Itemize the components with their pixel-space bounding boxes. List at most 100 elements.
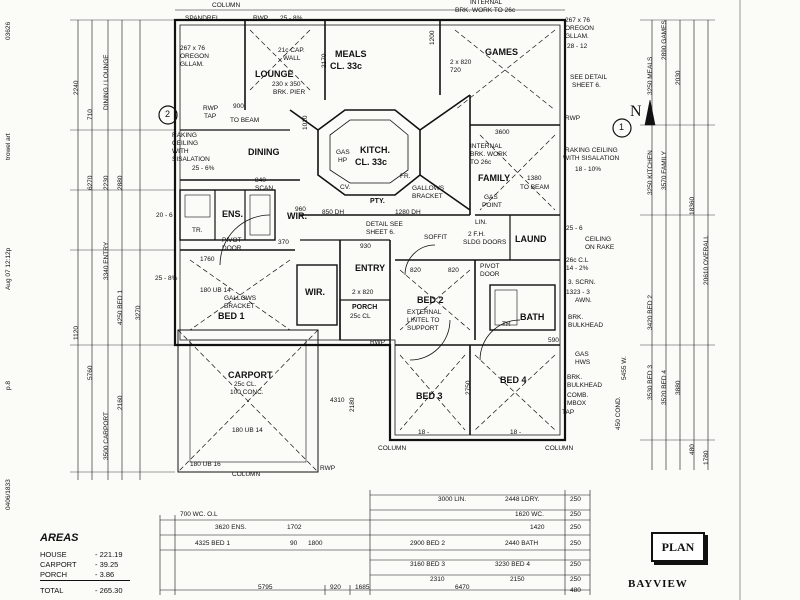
- dim-2170: 2170: [321, 53, 328, 68]
- dim-590: 590: [548, 337, 559, 344]
- carport-slab-note: 100 CONC.: [230, 389, 264, 396]
- dim-left-1120: 1120: [73, 326, 80, 340]
- note-sldg-doors-2: SLDG DOORS: [463, 239, 507, 246]
- dim-left-2240: 2240: [73, 80, 80, 95]
- note-awn: 1323 - 3: [566, 289, 590, 296]
- note-gas-point-2: POINT: [482, 202, 502, 209]
- dim-bot-3620: 3620 ENS.: [215, 524, 247, 531]
- note-external-lintel: EXTERNAL: [407, 309, 442, 316]
- dim-bot-2310: 2310: [430, 576, 445, 583]
- ensuite: [179, 189, 276, 241]
- note-oregon-right-3: GLLAM.: [565, 33, 589, 40]
- plan-title-box: PLAN: [651, 532, 705, 562]
- area-total-value: - 265.30: [95, 586, 123, 595]
- dim-right-480: 480: [689, 444, 696, 455]
- dim-bot-3000: 3000 LIN.: [438, 496, 467, 503]
- note-dh: 850 DH: [322, 209, 345, 216]
- room-lounge: LOUNGE: [255, 69, 294, 79]
- dim-left-dining-lounge: DINING / LOUNGE: [103, 54, 110, 110]
- note-gas-hws-2: HWS: [575, 359, 591, 366]
- note-gas-hws: GAS: [575, 351, 589, 358]
- note-comb-mbox-tap: TAP: [562, 409, 575, 416]
- note-oven: CV.: [340, 184, 351, 191]
- fax-header-number: 03626: [5, 21, 12, 40]
- porch: [339, 299, 391, 341]
- dim-18-bed4: 18 -: [510, 429, 522, 436]
- note-raking-right: RAKING CEILING: [565, 147, 618, 154]
- note-ub-carport-bottom: 180 UB 16: [190, 461, 221, 468]
- note-tap: TAP: [204, 113, 217, 120]
- note-brk-bulkhead-2: BULKHEAD: [568, 322, 604, 329]
- north-label: N: [630, 103, 642, 120]
- dim-1760: 1760: [200, 256, 215, 263]
- room-meals-ceiling: CL. 33c: [330, 61, 363, 71]
- note-soffit: SOFFIT: [424, 234, 448, 241]
- dim-left-3270: 3270: [135, 305, 142, 320]
- note-brk-bulkhead: BRK.: [568, 314, 584, 321]
- note-raking-left-5: 25 - 6%: [192, 165, 215, 172]
- note-column-bed3: COLUMN: [378, 445, 407, 452]
- note-gallows-bed: GALLOWS: [224, 295, 257, 302]
- dim-3600: 3600: [495, 129, 510, 136]
- note-raking-left: RAKING: [172, 132, 197, 139]
- areas-title: AREAS: [40, 532, 79, 544]
- note-towel-rail: TR.: [192, 227, 203, 234]
- dim-2x820: 2 x 820: [450, 59, 472, 66]
- note-brk-bulkhead-b: BRK.: [567, 374, 583, 381]
- areas-total-rule: [40, 580, 130, 581]
- room-family: FAMILY: [478, 173, 511, 183]
- dim-20-6: 20 - 6: [156, 212, 173, 219]
- room-bath: BATH: [520, 312, 545, 322]
- room-bed2: BED 2: [417, 295, 444, 305]
- dim-bot-5795: 5795: [258, 584, 273, 591]
- note-comb-mbox: COMB.: [567, 392, 589, 399]
- note-raking-left-4: SISALATION: [172, 156, 210, 163]
- dim-right-1780: 1780: [703, 450, 710, 465]
- dim-bot-250-e: 250: [570, 561, 581, 568]
- dim-left-3340: 3340 ENTRY: [103, 241, 110, 280]
- dim-820-bed2: 820: [410, 267, 421, 274]
- note-column-carport: COLUMN: [232, 471, 261, 478]
- note-rwp-family: RWP: [565, 115, 581, 122]
- note-ceiling-cl-2: 14 - 2%: [566, 265, 589, 272]
- dim-900: 900: [233, 103, 244, 110]
- fax-header-page: p.8: [5, 380, 12, 390]
- dim-left-2880: 2880: [117, 175, 124, 190]
- note-gallows-bed-2: BRACKET: [224, 303, 255, 310]
- room-laund: LAUND: [515, 234, 547, 244]
- dim-left-2230: 2230: [103, 175, 110, 190]
- room-bed1: BED 1: [218, 311, 245, 321]
- dim-right-20610: 20610 OVERALL: [703, 235, 710, 285]
- dim-left-3500: 3500 CARPORT: [103, 412, 110, 460]
- note-ub-bed1: 180 UB 14: [200, 287, 231, 294]
- note-brk-pier: 230 x 350: [272, 81, 301, 88]
- plan-name: BAYVIEW: [628, 578, 688, 590]
- note-awn-2: AWN.: [575, 297, 592, 304]
- note-oregon-right-4: 28 - 12: [567, 43, 588, 50]
- dim-right-3530: 3530 BED 3: [647, 364, 654, 400]
- dim-930: 930: [360, 243, 371, 250]
- area-carport-label: CARPORT: [40, 560, 77, 569]
- note-oregon-left: 267 x 76: [180, 45, 205, 52]
- section-marker-2: 2: [165, 109, 171, 119]
- note-dh-2: 1280 DH: [395, 209, 421, 216]
- note-oregon-left-3: GLLAM.: [180, 61, 204, 68]
- dim-18-bed3: 18 -: [418, 429, 430, 436]
- note-scan-2: SCAN: [255, 185, 274, 192]
- room-wir: WIR.: [287, 211, 307, 221]
- note-scan: 840: [255, 177, 266, 184]
- room-kitch-ceiling: CL. 33c: [355, 157, 388, 167]
- dim-bot-1685: 1685: [355, 584, 370, 591]
- note-internal-brk-family-3: TO 26c: [470, 159, 492, 166]
- dim-820-bed2-b: 820: [448, 267, 459, 274]
- note-ceiling-on-rake-2: ON RAKE: [585, 244, 615, 251]
- dim-bot-250-a: 250: [570, 496, 581, 503]
- note-to-beam-left: TO BEAM: [230, 117, 260, 124]
- note-ub-carport: 180 UB 14: [232, 427, 263, 434]
- note-raking-right-2: WITH SISALATION: [563, 155, 620, 162]
- dim-25-8: 25 - 8%: [155, 275, 178, 282]
- dim-bot-920: 920: [330, 584, 341, 591]
- note-pivot-door: PIVOT: [222, 237, 242, 244]
- note-pivot-door-b: PIVOT: [480, 263, 500, 270]
